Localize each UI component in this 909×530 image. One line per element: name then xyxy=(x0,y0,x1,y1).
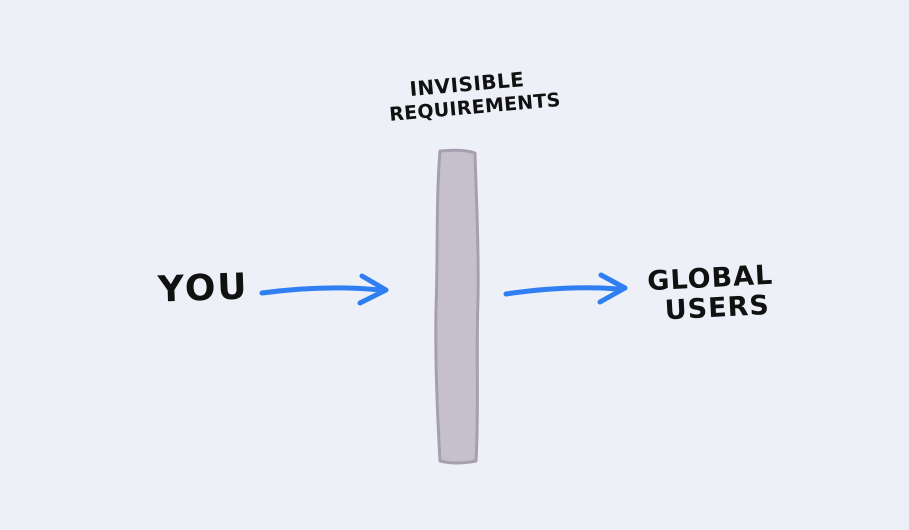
global-users-label: GLOBAL USERS xyxy=(646,260,776,327)
you-label: YOU xyxy=(157,266,250,311)
arrow-you-to-barrier xyxy=(259,273,389,306)
barrier-bar-shape-icon xyxy=(434,148,480,465)
arrow-barrier-to-global-users xyxy=(503,272,628,305)
barrier-title: INVISIBLE REQUIREMENTS xyxy=(386,65,561,128)
barrier-bar xyxy=(424,144,490,470)
global-users-line2: USERS xyxy=(664,289,771,327)
